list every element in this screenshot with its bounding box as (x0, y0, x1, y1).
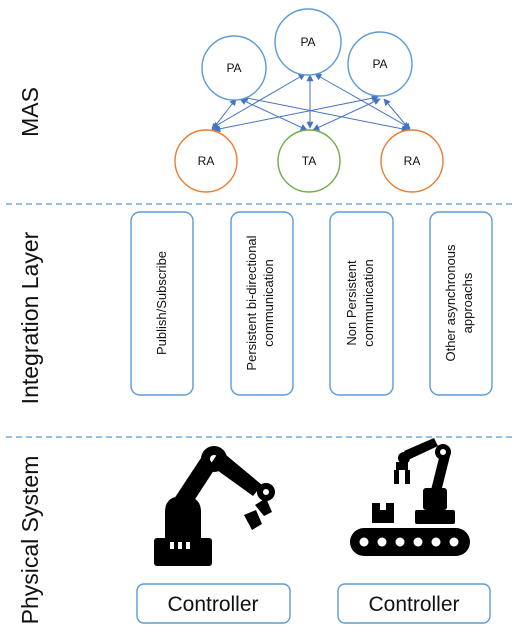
agent-ra-left: RA (174, 129, 238, 193)
integration-box-1-line-1: Publish/Subscribe (154, 251, 169, 355)
controller-box-left: Controller (136, 583, 291, 624)
arrow-pa-right-ra-left (213, 94, 379, 133)
agent-ra-right: RA (380, 129, 444, 193)
agent-pa-left: PA (201, 35, 267, 101)
arrow-pa-left-ra-right (241, 94, 409, 133)
agent-pa-right: PA (347, 31, 413, 97)
integration-box-3-line-2: communication (361, 259, 376, 346)
robotic-arm-icon (154, 446, 275, 566)
agent-ta-label: TA (302, 154, 316, 168)
agent-pa-top-label: PA (300, 35, 315, 49)
controller-box-right: Controller (337, 583, 491, 624)
integration-box-2-line-1: Persistent bi-directional (244, 235, 259, 370)
mas-layer-title: MAS (17, 87, 43, 137)
integration-box-publish-subscribe: Publish/Subscribe (130, 211, 194, 396)
arrow-pa-right-ra-right (383, 98, 411, 131)
integration-box-4-line-2: approachs (460, 272, 475, 333)
agent-pa-left-label: PA (226, 61, 241, 75)
controller-right-label: Controller (368, 593, 459, 616)
agent-pa-top: PA (274, 8, 342, 76)
agent-connections (211, 73, 411, 133)
integration-box-persistent: Persistent bi-directional communication (230, 211, 294, 396)
agent-ra-left-label: RA (198, 154, 215, 168)
agent-ra-right-label: RA (404, 154, 421, 168)
integration-box-other-async: Other asynchronous approachs (429, 211, 493, 396)
physical-layer-title: Physical System (17, 456, 43, 625)
agent-ta: TA (277, 129, 341, 193)
integration-box-2-line-2: communication (261, 259, 276, 346)
arrow-pa-left-ra-left (211, 98, 237, 131)
robotic-arm-conveyor-icon (350, 438, 470, 556)
controller-left-label: Controller (167, 593, 258, 616)
integration-box-3-line-1: Non Persistent (344, 260, 359, 346)
integration-box-4-line-1: Other asynchronous (443, 244, 458, 362)
integration-layer-title: Integration Layer (17, 231, 43, 404)
integration-box-non-persistent: Non Persistent communication (329, 211, 394, 396)
agent-pa-right-label: PA (372, 57, 387, 71)
